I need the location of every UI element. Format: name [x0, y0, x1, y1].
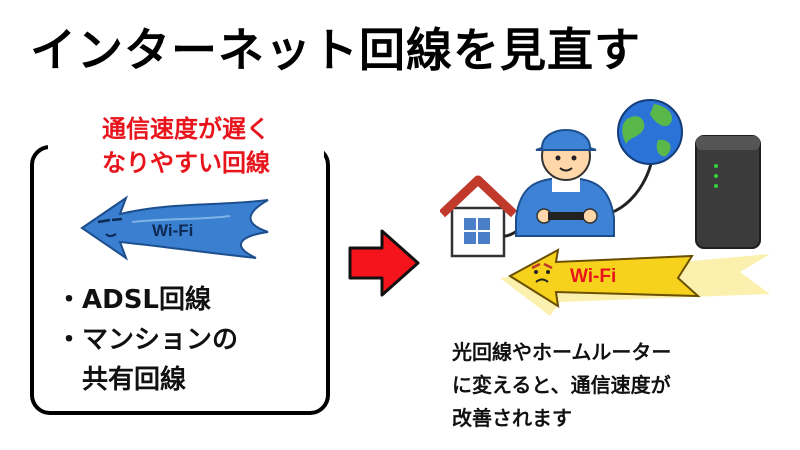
bullet-marker: ・ — [56, 285, 83, 315]
slow-line-list: ・ ADSL回線 ・ マンションの 共有回線 — [56, 280, 238, 400]
fast-connection-illustration: Wi-Fi — [440, 99, 770, 316]
caption-line: なりやすい回線 — [102, 149, 270, 177]
fast-wifi-label: Wi-Fi — [570, 266, 616, 287]
bullet-marker: ・ — [56, 325, 83, 355]
router-icon — [695, 135, 761, 249]
arrow-right-icon — [348, 229, 420, 297]
list-item-text: マンションの — [82, 325, 239, 355]
list-item-text: 共有回線 — [82, 365, 187, 395]
caption-line: 通信速度が遅く — [102, 115, 270, 143]
improvement-caption: 光回線やホームルーター に変えると、通信速度が 改善されます — [452, 336, 671, 435]
slow-wifi-icon: Wi-Fi — [80, 195, 269, 261]
globe-icon — [617, 99, 683, 165]
caption-line: 改善されます — [452, 406, 572, 430]
caption-line: 光回線やホームルーター — [452, 340, 672, 364]
slow-connection-caption: 通信速度が遅く なりやすい回線 — [48, 112, 324, 180]
slow-wifi-label: Wi-Fi — [152, 221, 193, 240]
house-icon — [440, 175, 518, 258]
fast-wifi-icon: Wi-Fi — [500, 248, 770, 316]
page-title: インターネット回線を見直す — [30, 23, 641, 77]
list-item: ・ ADSL回線 — [56, 280, 238, 320]
list-item-text: ADSL回線 — [82, 285, 211, 315]
caption-line: に変えると、通信速度が — [452, 373, 671, 397]
worker-icon — [515, 129, 615, 237]
list-item: ・ マンションの 共有回線 — [56, 320, 238, 400]
